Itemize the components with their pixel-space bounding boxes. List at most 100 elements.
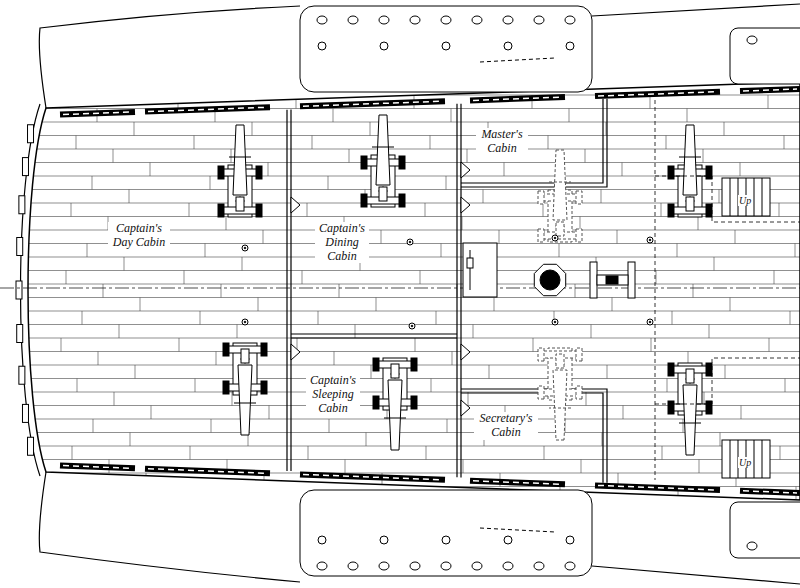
deck-drawing-part (606, 122, 607, 136)
deck-drawing-part (129, 190, 130, 204)
deck-drawing-part (735, 230, 736, 244)
deck-drawing-part (194, 136, 195, 150)
deck-drawing-part (238, 365, 252, 435)
deck-drawing-part (534, 16, 544, 24)
deck-drawing-part (268, 163, 269, 177)
deck-drawing-part (790, 311, 791, 325)
deck-drawing-part (730, 502, 800, 558)
deck-drawing-part (715, 500, 716, 514)
deck-drawing-part (795, 244, 796, 258)
deck-drawing-part (399, 156, 405, 169)
deck-drawing-part (189, 203, 190, 217)
deck-drawing-part (237, 325, 238, 339)
deck-drawing-part (60, 466, 135, 469)
door (291, 162, 470, 416)
deck-drawing-part (661, 203, 662, 217)
deck-drawing-part (370, 122, 371, 136)
carriage-gun (373, 358, 417, 450)
deck-drawing-part (312, 136, 313, 150)
deck-drawing-part (103, 284, 104, 298)
deck-drawing-part (706, 166, 712, 179)
deck-drawing-part (244, 321, 246, 323)
carriage-gun (538, 348, 582, 440)
deck-drawing-part (441, 244, 442, 258)
deck-drawing-part (667, 379, 668, 393)
deck-drawing-part (379, 16, 389, 24)
deck-drawing-part (441, 16, 451, 24)
deck-drawing-part (28, 125, 34, 143)
deck-drawing-part (119, 325, 120, 339)
deck-drawing-part (504, 536, 512, 544)
deck-drawing-part (261, 343, 267, 356)
deck-drawing-part (72, 446, 73, 460)
deck-drawing-part (480, 528, 555, 532)
deck-drawing-part (300, 101, 445, 106)
deck-drawing-part (39, 472, 300, 582)
deck-drawing-part (461, 400, 470, 416)
deck-drawing-part (231, 149, 232, 163)
deck-drawing-part (211, 419, 212, 433)
deck-drawing-part (229, 157, 251, 158)
deck-drawing-part (473, 325, 474, 339)
label-holder: Up (738, 452, 752, 470)
deck-drawing-part (291, 337, 457, 338)
deck-drawing-part (581, 460, 582, 474)
deck-drawing-part (348, 562, 358, 570)
deck-drawing-part (205, 244, 206, 258)
deck-drawing-part (242, 245, 248, 251)
deck-drawing-part (300, 490, 592, 576)
deck-drawing-part (504, 42, 512, 50)
deck-drawing-part (355, 325, 356, 339)
deck-drawing-part (425, 203, 426, 217)
deck-drawing-part (494, 298, 495, 312)
deck-drawing-part (17, 237, 23, 255)
deck-drawing-part (300, 474, 445, 479)
deck-drawing-part (20, 162, 800, 163)
deck-drawing-part (348, 16, 358, 24)
deck-drawing-part (20, 284, 800, 285)
deck-drawing-part (39, 6, 300, 108)
deck-drawing-part (472, 16, 482, 24)
deck-drawing-part (242, 257, 243, 271)
deck-drawing-part (538, 348, 544, 361)
deck-drawing-part (409, 241, 411, 243)
cabin-room: Master's Cabin (462, 98, 602, 182)
deck-drawing-part (769, 338, 770, 352)
deck-drawing-part (410, 16, 420, 24)
deck-drawing-part (754, 178, 755, 216)
chest (463, 243, 497, 297)
deck-drawing-part (318, 311, 319, 325)
deck-drawing-part (687, 109, 688, 123)
deck-drawing-part (580, 217, 581, 231)
deck-drawing-part (649, 239, 651, 241)
deck-drawing-part (592, 4, 800, 16)
label-holder: Up (738, 190, 752, 208)
deck-drawing-part (452, 352, 453, 366)
deck-drawing-part (391, 364, 399, 378)
deck-drawing-part (20, 108, 800, 109)
deck-drawing-part (20, 257, 800, 258)
deck-drawing-part (256, 204, 262, 217)
waterway (60, 89, 800, 493)
deck-drawing-part (124, 257, 125, 271)
deck-drawing-part (334, 352, 335, 366)
deck-drawing-part (376, 298, 377, 312)
deck-drawing-part (470, 250, 471, 290)
deck-drawing-part (480, 58, 555, 62)
deck-drawing-part (216, 352, 217, 366)
deck-drawing-part (20, 459, 800, 460)
deck-drawing-part (20, 135, 800, 136)
deck-drawing-part (63, 466, 132, 469)
deck-drawing-part (499, 230, 500, 244)
deck-drawing-part (720, 433, 721, 447)
deck-drawing-part (533, 338, 534, 352)
deck-drawing-part (19, 366, 25, 384)
deck-drawing-part (20, 297, 800, 298)
deck-drawing-part (590, 262, 597, 298)
deck-drawing-part (456, 104, 457, 477)
deck-drawing-part (307, 203, 308, 217)
deck-drawing-part (679, 423, 701, 424)
deck-drawing-part (552, 235, 558, 241)
deck-drawing-part (19, 196, 25, 214)
deck-drawing-part (318, 42, 326, 50)
